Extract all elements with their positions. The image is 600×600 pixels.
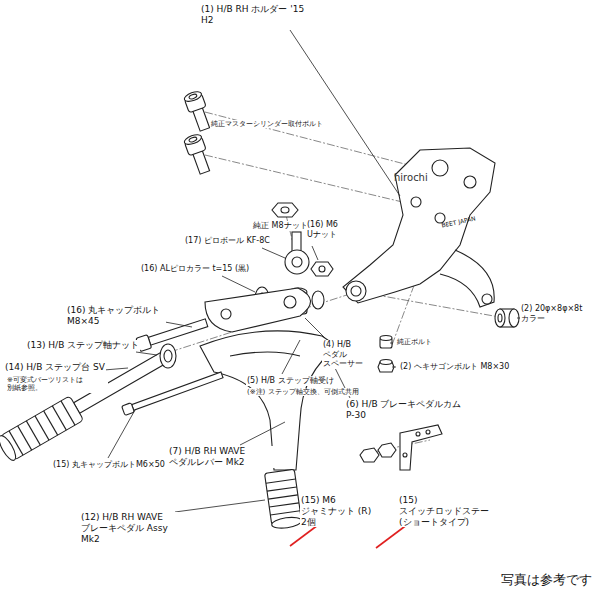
part-note: ※可変式パーツリストは 別紙参照。 — [6, 376, 108, 393]
part-label: (16) M6 Uナット — [306, 220, 360, 239]
part-label: (7) H/B RH WAVE ペダルレバー Mk2 — [168, 446, 280, 468]
part-label: (17) ピロボール KF-8C — [184, 236, 271, 246]
part-label: (6) H/B ブレーキペダルカム P-30 — [345, 399, 467, 421]
part-label: (2) ヘキサゴンボルト M8×30 — [399, 362, 510, 372]
part-label: (1) H/B RH ホルダー '15 H2 — [200, 4, 312, 26]
part-label: (15) スイッチロッドステー (ショートタイプ) — [398, 495, 500, 527]
note: 写真は参考です — [500, 572, 593, 588]
part-label: (2) 20φ×8φ×8t カラー — [520, 304, 596, 323]
part-label: (13) H/B ステップ軸ナット — [26, 340, 140, 351]
part-note: (※注) ステップ軸交換、可倒式共用 — [246, 388, 360, 396]
part-label: (15) M6 ジャミナット (R) 2個 — [300, 495, 376, 527]
part-label: (4) H/B ペダル スペーサー — [322, 340, 374, 369]
part-label: 純正ボルト — [396, 338, 433, 346]
part-label: (15) 丸キャップボルトM6×50 — [52, 460, 166, 470]
part-label: (14) H/B ステップ台 SV — [4, 362, 106, 373]
part-label: (12) H/B RH WAVE ブレーキペダル Assy Mk2 — [80, 512, 182, 544]
part-label: (16) 丸キャップボルト M8×45 — [66, 305, 166, 327]
part-label: 純正 M8ナット — [252, 221, 309, 231]
part-label: (16) ALピロカラー t=15 (黒) — [140, 264, 250, 274]
watermark: hirochi — [393, 172, 429, 184]
part-label: (5) H/B ステップ軸受け — [246, 376, 335, 386]
part-note: 純正マスターシリンダー取付ボルト — [210, 120, 324, 128]
